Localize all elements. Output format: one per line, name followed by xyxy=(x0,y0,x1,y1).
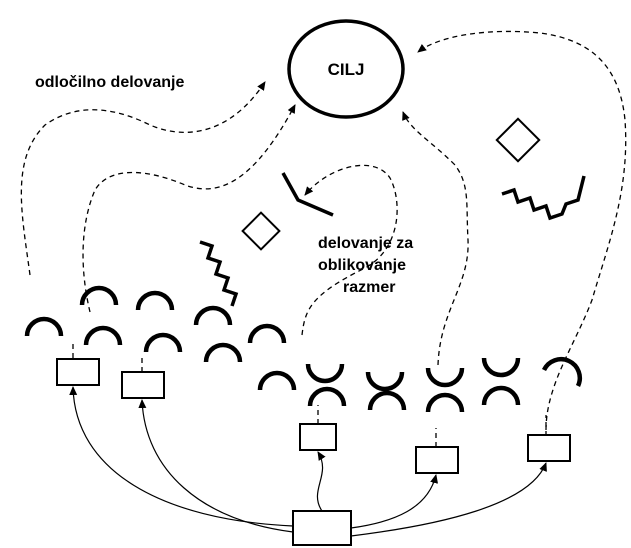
arc xyxy=(481,385,521,406)
arc xyxy=(481,357,521,378)
diamond-right xyxy=(495,117,541,163)
arcs-group xyxy=(24,285,582,413)
command-arrows xyxy=(69,386,547,537)
arc xyxy=(247,323,287,344)
command-box xyxy=(292,510,352,546)
command-arrow xyxy=(69,386,294,527)
diamond-left xyxy=(241,211,281,251)
right-branch-path-2 xyxy=(417,30,627,431)
arc xyxy=(203,342,243,363)
unit-boxes xyxy=(56,358,571,546)
obstacle-left xyxy=(199,211,281,307)
arc xyxy=(135,290,175,311)
arc xyxy=(365,371,405,392)
right-branch-path-1 xyxy=(402,111,469,366)
goal-ellipse xyxy=(287,19,405,119)
shaping-action-label-line1: delovanje za xyxy=(318,235,413,252)
unit-box xyxy=(56,358,100,386)
arc xyxy=(143,332,183,353)
unit-box xyxy=(121,371,165,399)
arc xyxy=(83,325,123,346)
chevron-obstacle xyxy=(281,172,334,217)
decisive-action-path xyxy=(20,81,266,276)
arc xyxy=(305,363,345,384)
zigzag-right xyxy=(501,175,586,221)
shaping-action-label-line3: razmer xyxy=(343,279,395,296)
arc xyxy=(541,356,582,387)
arc xyxy=(367,390,407,411)
arc xyxy=(257,370,297,391)
unit-box xyxy=(415,446,459,474)
arc xyxy=(79,285,119,306)
arc xyxy=(193,305,233,326)
arc xyxy=(425,367,465,388)
obstacle-chevron xyxy=(281,172,334,217)
unit-box xyxy=(527,434,571,462)
decisive-action-label: odločilno delovanje xyxy=(35,74,184,91)
arc xyxy=(425,392,465,413)
arc xyxy=(24,316,64,337)
command-arrow xyxy=(350,462,547,537)
command-arrow xyxy=(138,399,294,533)
arc xyxy=(307,386,347,407)
shaping-action-label-line2: oblikovanje xyxy=(318,257,406,274)
shaping-action-path xyxy=(301,164,398,336)
decisive-action-path-inner xyxy=(82,104,296,313)
command-arrow xyxy=(316,451,326,512)
zigzag-left xyxy=(199,240,239,307)
obstacle-right xyxy=(495,117,586,221)
unit-box xyxy=(299,423,337,451)
goal-node: CILJ xyxy=(287,19,405,119)
goal-label: CILJ xyxy=(328,60,365,79)
command-arrow xyxy=(350,474,438,529)
